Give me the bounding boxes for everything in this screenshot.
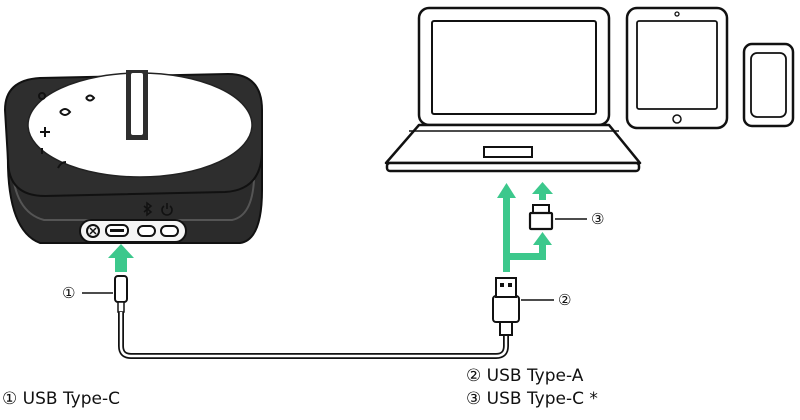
callout-1: ① (62, 284, 113, 302)
usb-cable (114, 275, 520, 359)
speakerphone-device (3, 70, 263, 244)
legend-item-usb-type-a: ② USB Type-A (466, 366, 583, 386)
usb-type-c-adapter (528, 204, 554, 231)
connection-arrows (108, 182, 553, 272)
svg-text:②: ② (558, 291, 571, 309)
top-button-glyphs (38, 92, 96, 169)
legend-text-2: ② USB Type-A (466, 366, 584, 386)
legend-text-1: ① USB Type-C (2, 389, 120, 409)
power-icon (161, 203, 173, 216)
svg-text:③: ③ (591, 210, 604, 228)
svg-text:①: ① (62, 284, 75, 302)
legend-item-usb-type-c: ① USB Type-C (2, 389, 120, 409)
smartphone-device (742, 42, 795, 128)
callout-2: ② (521, 291, 571, 309)
laptop-device (384, 6, 642, 173)
legend-text-3: ③ USB Type-C * (466, 389, 598, 409)
usb-type-c-plug (114, 275, 128, 303)
callout-3: ③ (555, 210, 604, 228)
usb-type-a-plug (492, 277, 520, 336)
legend-item-usb-type-c-adapter: ③ USB Type-C * (466, 389, 598, 409)
port-panel (79, 219, 187, 243)
bluetooth-icon (143, 201, 153, 217)
tablet-device (625, 6, 729, 130)
